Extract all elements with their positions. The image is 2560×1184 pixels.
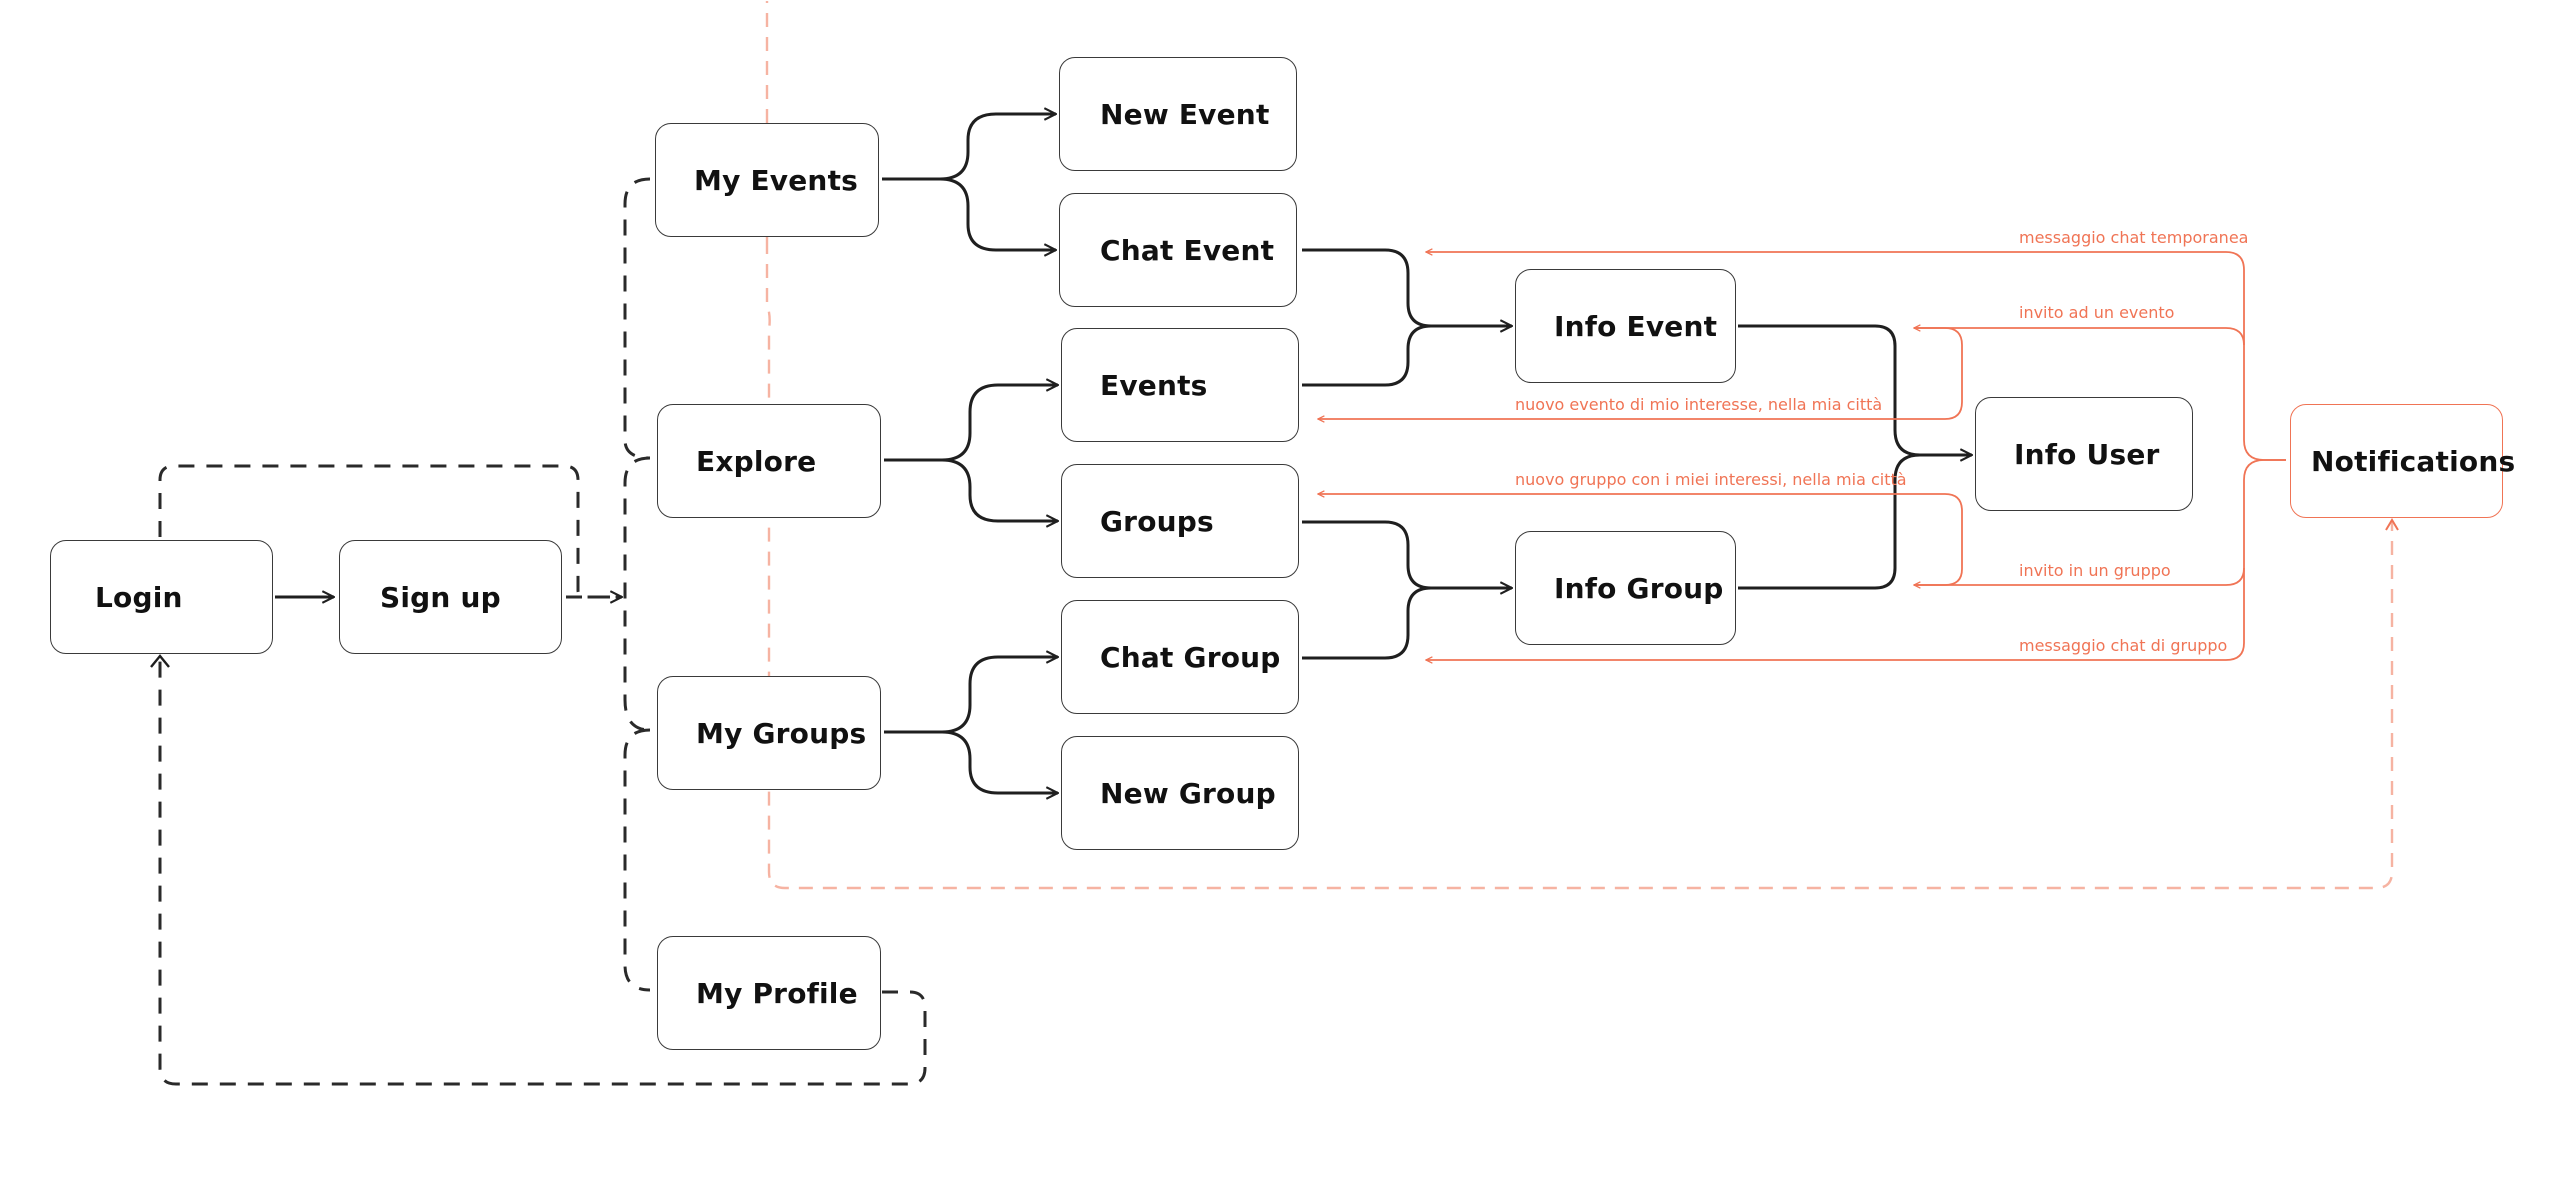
notif-line-chat-temp bbox=[1426, 252, 2286, 461]
menu-spine-dashed-3 bbox=[623, 728, 651, 992]
edge-myevents-branch-2 bbox=[939, 177, 1056, 250]
node-explore[interactable]: Explore bbox=[657, 404, 881, 518]
edge-explore-branch bbox=[884, 385, 1058, 462]
node-groups-label: Groups bbox=[1100, 504, 1214, 538]
edge-chatevent-infoevent bbox=[1302, 248, 1512, 326]
menu-spine-dashed bbox=[623, 177, 651, 460]
node-info-group[interactable]: Info Group bbox=[1515, 531, 1736, 645]
notif-line-group-chat bbox=[1426, 568, 2245, 660]
arrow-into-notifications bbox=[2385, 518, 2399, 531]
node-new-group[interactable]: New Group bbox=[1061, 736, 1299, 850]
node-info-user-label: Info User bbox=[2014, 437, 2160, 471]
edge-events-infoevent bbox=[1302, 324, 1432, 387]
edge-myevents-branch bbox=[882, 114, 1056, 181]
node-explore-label: Explore bbox=[696, 444, 817, 478]
node-my-profile[interactable]: My Profile bbox=[657, 936, 881, 1050]
notif-line-invite-event bbox=[1914, 328, 2245, 346]
node-info-event-label: Info Event bbox=[1554, 309, 1718, 343]
edge-mygroups-branch-2 bbox=[941, 730, 1058, 793]
edge-login-to-menu-dashed bbox=[158, 464, 622, 599]
edge-groups-infogroup bbox=[1302, 520, 1512, 588]
notif-line-invite-group bbox=[1914, 459, 2286, 585]
node-login[interactable]: Login bbox=[50, 540, 273, 654]
node-my-groups-label: My Groups bbox=[696, 716, 867, 750]
label-group-chat: messaggio chat di gruppo bbox=[2019, 636, 2228, 655]
label-new-group-city: nuovo gruppo con i miei interessi, nella… bbox=[1515, 470, 1907, 489]
label-invite-event: invito ad un evento bbox=[2019, 303, 2175, 322]
edge-infogroup-infouser bbox=[1738, 453, 1921, 590]
node-events-label: Events bbox=[1100, 368, 1208, 402]
edge-mygroups-branch bbox=[884, 657, 1058, 734]
node-chat-event[interactable]: Chat Event bbox=[1059, 193, 1297, 307]
node-login-label: Login bbox=[95, 580, 183, 614]
node-info-user[interactable]: Info User bbox=[1975, 397, 2193, 511]
edge-infoevent-infouser bbox=[1738, 324, 1972, 455]
edge-sections-to-notifications-dashed bbox=[765, 1, 2394, 890]
node-new-group-label: New Group bbox=[1100, 776, 1276, 810]
label-new-event-city: nuovo evento di mio interesse, nella mia… bbox=[1515, 395, 1883, 414]
node-groups[interactable]: Groups bbox=[1061, 464, 1299, 578]
node-my-profile-label: My Profile bbox=[696, 976, 858, 1010]
edge-profile-to-login-dashed bbox=[158, 660, 927, 1086]
notif-line-new-event-city bbox=[1318, 327, 1963, 419]
node-new-event-label: New Event bbox=[1100, 97, 1270, 131]
edge-chatgroup-infogroup bbox=[1302, 586, 1432, 660]
node-new-event[interactable]: New Event bbox=[1059, 57, 1297, 171]
node-events[interactable]: Events bbox=[1061, 328, 1299, 442]
node-chat-event-label: Chat Event bbox=[1100, 233, 1275, 267]
node-my-groups[interactable]: My Groups bbox=[657, 676, 881, 790]
menu-spine-dashed-2 bbox=[623, 456, 651, 732]
node-chat-group-label: Chat Group bbox=[1100, 640, 1281, 674]
label-chat-temp: messaggio chat temporanea bbox=[2019, 228, 2249, 247]
node-notifications[interactable]: Notifications bbox=[2290, 404, 2515, 518]
node-info-event[interactable]: Info Event bbox=[1515, 269, 1736, 383]
arrow-into-login bbox=[150, 654, 170, 668]
node-info-group-label: Info Group bbox=[1554, 571, 1724, 605]
node-my-events[interactable]: My Events bbox=[655, 123, 879, 237]
node-signup-label: Sign up bbox=[380, 580, 501, 614]
node-signup[interactable]: Sign up bbox=[339, 540, 562, 654]
node-my-events-label: My Events bbox=[694, 163, 859, 197]
node-chat-group[interactable]: Chat Group bbox=[1061, 600, 1299, 714]
edge-explore-branch-2 bbox=[941, 458, 1058, 521]
label-invite-group: invito in un gruppo bbox=[2019, 561, 2171, 580]
node-notifications-label: Notifications bbox=[2311, 444, 2516, 478]
